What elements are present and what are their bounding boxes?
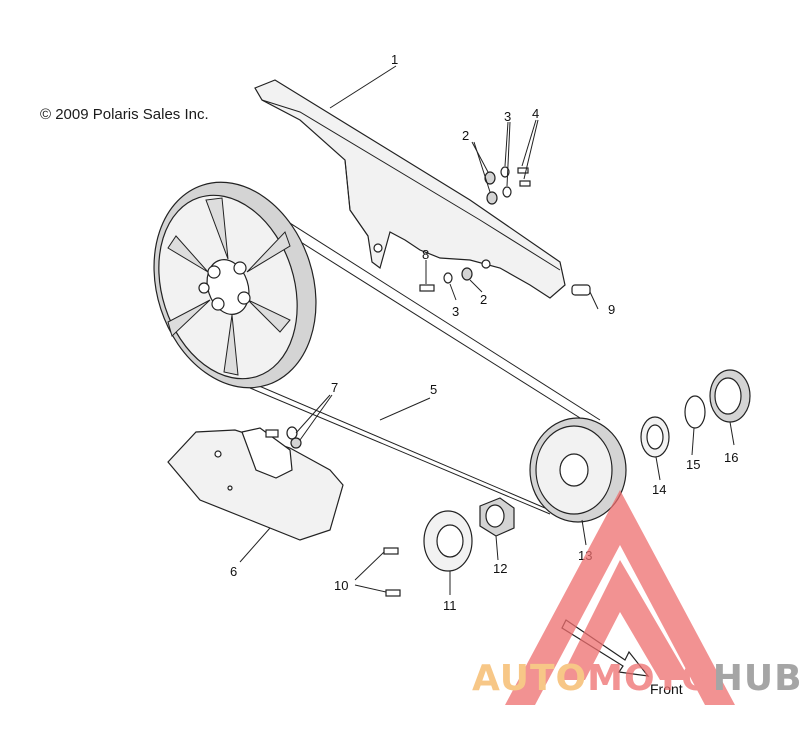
hardware-lower (265, 426, 302, 449)
callout-2-lower: 2 (480, 292, 487, 307)
bearing-seal (709, 369, 751, 423)
callout-2-upper: 2 (462, 128, 469, 143)
watermark-hub: HUB (713, 658, 800, 699)
o-ring (684, 395, 706, 429)
spacer (640, 416, 670, 458)
front-label: Front (650, 681, 683, 697)
callout-4: 4 (532, 106, 539, 121)
callout-8: 8 (422, 247, 429, 262)
watermark-logo: AUTOMOTOHUB (472, 490, 800, 705)
bolts-10 (383, 547, 401, 597)
callout-6: 6 (230, 564, 237, 579)
lock-plate (423, 510, 473, 572)
callout-7: 7 (331, 380, 338, 395)
copyright-text: © 2009 Polaris Sales Inc. (40, 106, 209, 123)
rear-wheel-pulley (153, 181, 317, 389)
watermark-triangle (505, 490, 735, 705)
front-drive-pulley (529, 417, 627, 523)
callout-9: 9 (608, 302, 615, 317)
drive-nut (479, 497, 515, 537)
callout-3-lower: 3 (452, 304, 459, 319)
drive-belt (225, 184, 601, 515)
callout-15: 15 (686, 457, 700, 472)
watermark-inner (560, 560, 690, 680)
hardware-middle (419, 267, 591, 296)
hardware-upper (484, 166, 531, 205)
callout-16: 16 (724, 450, 738, 465)
callout-10: 10 (334, 578, 348, 593)
watermark-moto: MOTO (587, 658, 713, 699)
watermark-auto: AUTO (472, 658, 587, 699)
watermark-text: AUTOMOTOHUB (472, 658, 800, 699)
callout-12: 12 (493, 561, 507, 576)
callout-14: 14 (652, 482, 666, 497)
callout-3-upper: 3 (504, 109, 511, 124)
callout-1: 1 (391, 52, 398, 67)
lower-belt-guard (167, 427, 344, 541)
upper-belt-guard (254, 79, 566, 299)
leader-lines (239, 65, 735, 595)
callout-5: 5 (430, 382, 437, 397)
callout-11: 11 (443, 598, 457, 613)
